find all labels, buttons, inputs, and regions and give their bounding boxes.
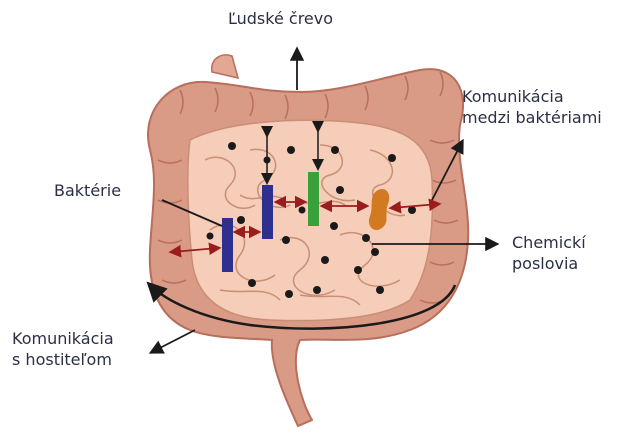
bacterium-blue-right — [262, 185, 273, 239]
label-host-communication-line2: s hostiteľom — [12, 349, 114, 370]
bacterium-green — [308, 172, 319, 226]
label-human-intestine: Ľudské črevo — [228, 8, 333, 29]
label-bacteria-communication-line2: medzi baktériami — [462, 107, 602, 128]
label-host-communication: Komunikácia s hostiteľom — [12, 328, 114, 370]
label-bacteria-communication: Komunikácia medzi baktériami — [462, 86, 602, 128]
label-host-communication-line1: Komunikácia — [12, 328, 114, 349]
appendix — [212, 55, 238, 78]
label-bacteria: Baktérie — [54, 180, 121, 201]
label-bacteria-communication-line1: Komunikácia — [462, 86, 602, 107]
label-chemical-messengers: Chemickí poslovia — [512, 232, 586, 274]
label-chemical-messengers-line2: poslovia — [512, 253, 586, 274]
label-chemical-messengers-line1: Chemickí — [512, 232, 586, 253]
bacterium-blue-left — [222, 218, 233, 272]
pointer-host — [152, 330, 195, 352]
